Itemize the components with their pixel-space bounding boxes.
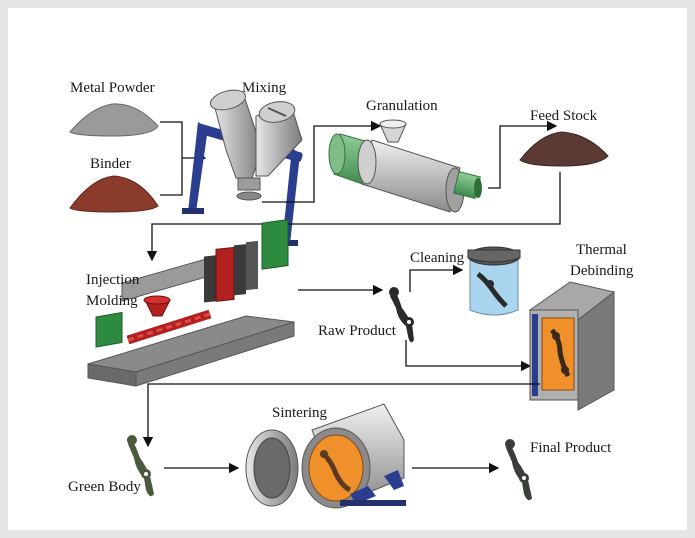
label-molding: Molding [86, 293, 138, 309]
label-injection: Injection [86, 272, 140, 288]
mixer-machine [182, 89, 303, 246]
injection-molding-machine [87, 218, 295, 387]
label-feed-stock: Feed Stock [530, 108, 598, 124]
cleaning-jar [467, 246, 521, 316]
diagram-canvas [8, 8, 687, 530]
label-mixing: Mixing [242, 80, 287, 96]
connector-lines-feedstock [488, 120, 558, 189]
connector-lines-cleaning [405, 264, 532, 372]
label-final-product: Final Product [530, 440, 612, 456]
label-binder: Binder [90, 156, 131, 172]
sintering-furnace [245, 403, 406, 509]
label-debinding: Debinding [570, 263, 634, 279]
final-product-part [505, 439, 532, 501]
label-metal-powder: Metal Powder [70, 80, 155, 96]
label-green-body: Green Body [68, 479, 141, 495]
label-raw-product: Raw Product [318, 323, 396, 339]
connector-lines-granulation [262, 120, 382, 203]
label-granulation: Granulation [366, 98, 438, 114]
debinding-furnace [528, 281, 616, 411]
granulator-machine [328, 119, 482, 213]
label-cleaning: Cleaning [410, 250, 465, 266]
connector-lines-greenbody [142, 383, 540, 448]
connector-lines-injection [146, 172, 561, 262]
raw-product-part [389, 287, 414, 343]
label-thermal: Thermal [576, 242, 627, 258]
green-body-part [127, 435, 154, 497]
label-sintering: Sintering [272, 405, 327, 421]
feed-stock-pile [519, 131, 609, 167]
metal-powder-pile [69, 103, 159, 137]
binder-pile [69, 175, 159, 213]
